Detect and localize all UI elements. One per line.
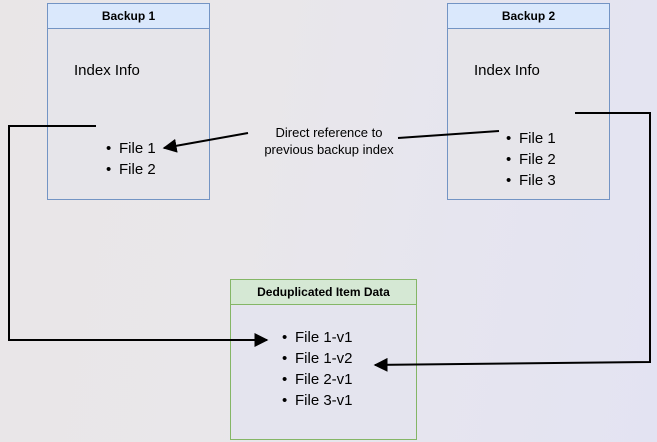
annotation-direct-reference: Direct reference to previous backup inde… (249, 124, 409, 158)
node-backup-1-body: Index Info File 1 File 2 (47, 29, 210, 200)
node-backup-2[interactable]: Backup 2 Index Info File 1 File 2 File 3 (447, 3, 610, 200)
node-backup-1-header: Backup 1 (47, 3, 210, 29)
backup-1-index-info-label: Index Info (74, 62, 140, 79)
list-item: File 2 (506, 149, 556, 170)
list-item: File 2 (106, 159, 156, 180)
node-backup-1[interactable]: Backup 1 Index Info File 1 File 2 (47, 3, 210, 200)
node-deduplicated-item-data[interactable]: Deduplicated Item Data File 1-v1 File 1-… (230, 279, 417, 440)
list-item: File 1-v2 (282, 348, 352, 369)
node-dedup-header: Deduplicated Item Data (230, 279, 417, 305)
list-item: File 2-v1 (282, 369, 352, 390)
node-backup-2-header: Backup 2 (447, 3, 610, 29)
backup-1-file-list: File 1 File 2 (103, 138, 156, 180)
backup-2-file-list: File 1 File 2 File 3 (503, 128, 556, 191)
annotation-line-2: previous backup index (264, 142, 394, 157)
node-dedup-body: File 1-v1 File 1-v2 File 2-v1 File 3-v1 (230, 305, 417, 440)
backup-2-index-info-label: Index Info (474, 62, 540, 79)
annotation-line-1: Direct reference to (275, 125, 383, 140)
list-item: File 1 (506, 128, 556, 149)
node-backup-2-body: Index Info File 1 File 2 File 3 (447, 29, 610, 200)
list-item: File 3-v1 (282, 390, 352, 411)
list-item: File 1 (106, 138, 156, 159)
list-item: File 1-v1 (282, 327, 352, 348)
list-item: File 3 (506, 170, 556, 191)
dedup-item-list: File 1-v1 File 1-v2 File 2-v1 File 3-v1 (279, 327, 352, 411)
